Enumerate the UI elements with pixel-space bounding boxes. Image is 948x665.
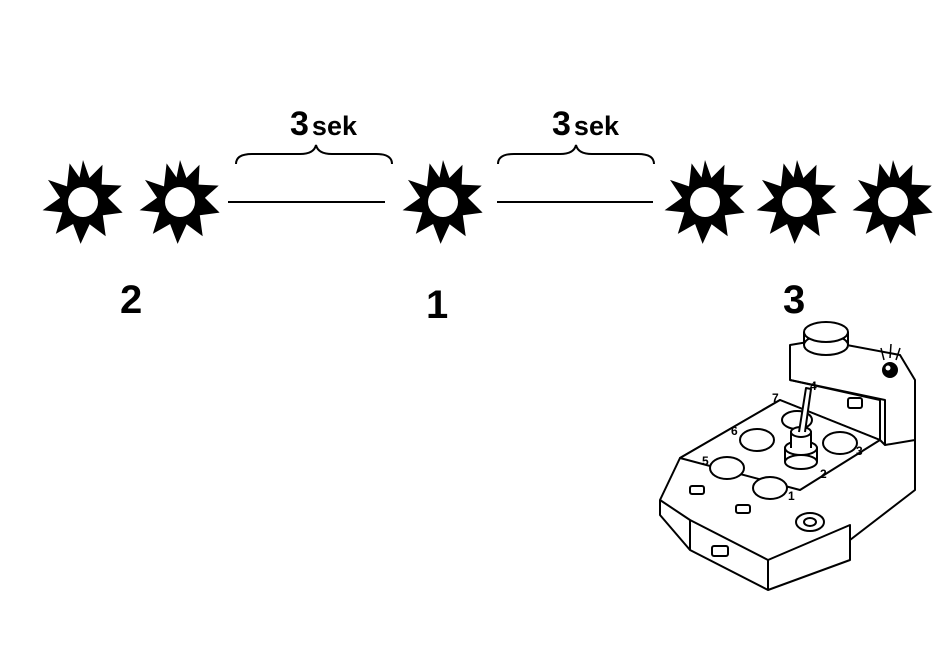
terminal-label-3: 3 xyxy=(856,444,863,458)
terminal-label-2: 2 xyxy=(820,467,827,481)
group-label-2: 2 xyxy=(120,278,143,322)
pause-brace-1 xyxy=(235,144,393,165)
flash-icon-group-2a xyxy=(42,160,123,244)
pause-value: 3 xyxy=(552,105,571,143)
pause-brace-2 xyxy=(497,144,655,165)
terminal-label-4: 4 xyxy=(810,379,817,393)
group-label-1: 1 xyxy=(426,283,449,327)
pause-unit: sek xyxy=(573,111,619,141)
terminal-label-5: 5 xyxy=(702,454,709,468)
terminal-label-6: 6 xyxy=(731,424,738,438)
control-module-illustration xyxy=(659,321,916,591)
pause-value: 3 xyxy=(290,105,309,143)
flash-icon-group-3a xyxy=(664,160,745,244)
pause-unit: sek xyxy=(311,111,357,141)
flash-icon-group-1a xyxy=(402,160,483,244)
flash-icon-group-3b xyxy=(756,160,837,244)
terminal-label-1: 1 xyxy=(788,489,795,503)
terminal-label-7: 7 xyxy=(772,391,779,405)
flash-icon-group-3c xyxy=(852,160,933,244)
flash-icon-group-2b xyxy=(139,160,220,244)
group-label-3: 3 xyxy=(783,278,806,322)
